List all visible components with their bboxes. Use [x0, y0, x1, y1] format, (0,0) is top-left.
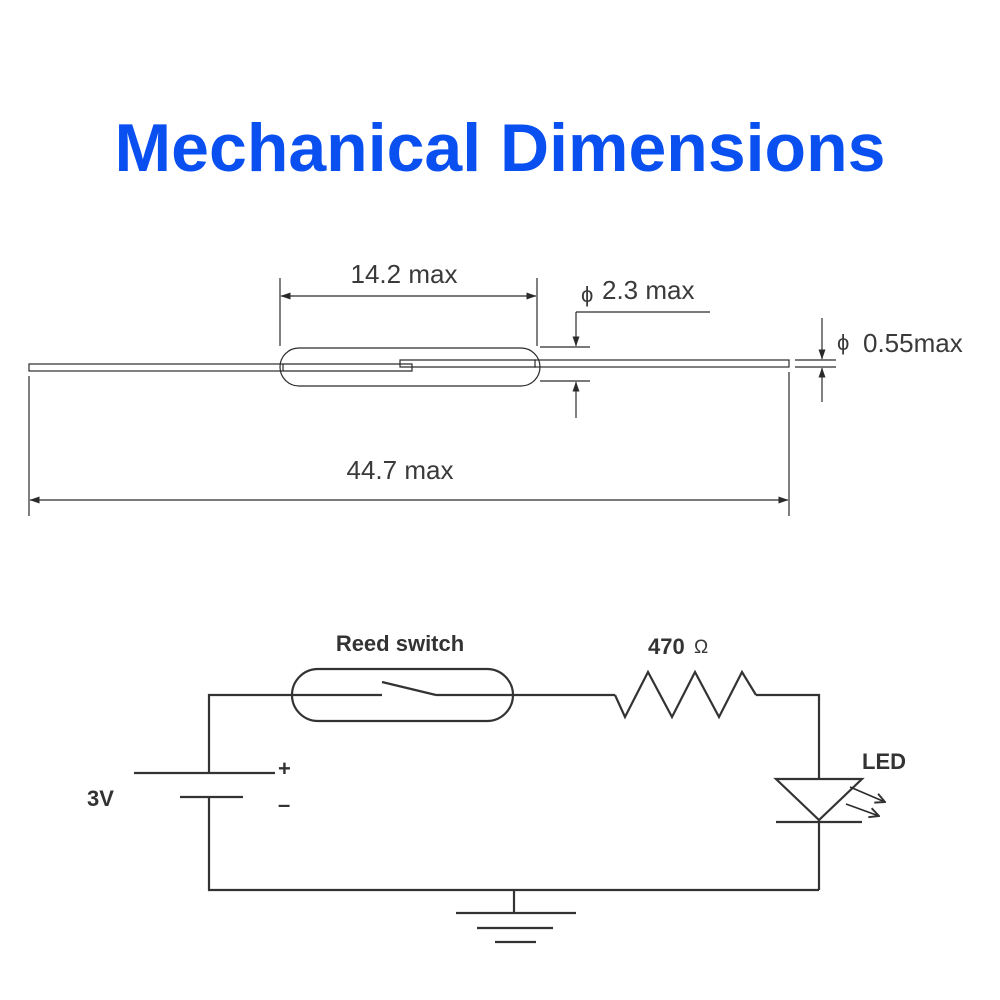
overall-length-label: 44.7 max [347, 455, 454, 485]
internal-reed-right [399, 359, 536, 368]
battery-voltage-label: 3V [87, 786, 114, 811]
reed-switch-label: Reed switch [336, 631, 464, 656]
lead-diameter-dimension: ϕ 0.55max [795, 318, 963, 402]
battery-minus: – [278, 792, 290, 817]
ohm-symbol: Ω [694, 637, 708, 658]
glass-length-dimension: 14.2 max [279, 259, 538, 346]
diameter-symbol: ϕ [581, 282, 593, 307]
glass-diameter-dimension: ϕ 2.3 max [540, 275, 710, 418]
led-light-arrow-1 [849, 786, 885, 802]
wire-resistor-led [756, 693, 821, 779]
reed-switch-drawing [28, 347, 790, 387]
battery-plus: + [278, 756, 291, 781]
led-light-arrow-2 [845, 803, 879, 816]
diameter-symbol-lead: ϕ [837, 330, 849, 355]
wire-bottom [207, 825, 819, 892]
wire-top-left [207, 693, 292, 773]
glass-length-label: 14.2 max [351, 259, 458, 289]
lead-diameter-label: 0.55max [863, 328, 963, 358]
page-title: Mechanical Dimensions [114, 110, 886, 186]
internal-reed-left [283, 363, 413, 372]
circuit-schematic: Reed switch 470 Ω LED + – 3V [87, 631, 906, 944]
led-triangle [773, 777, 865, 822]
left-lead [28, 363, 284, 372]
right-lead [534, 359, 790, 368]
led-label: LED [862, 749, 906, 774]
glass-envelope [279, 347, 541, 387]
resistor-symbol [613, 669, 757, 720]
resistor-label: 470 [648, 634, 685, 659]
overall-length-dimension: 44.7 max [28, 372, 790, 516]
glass-diameter-label: 2.3 max [602, 275, 695, 305]
reed-contact-blade [381, 680, 437, 697]
